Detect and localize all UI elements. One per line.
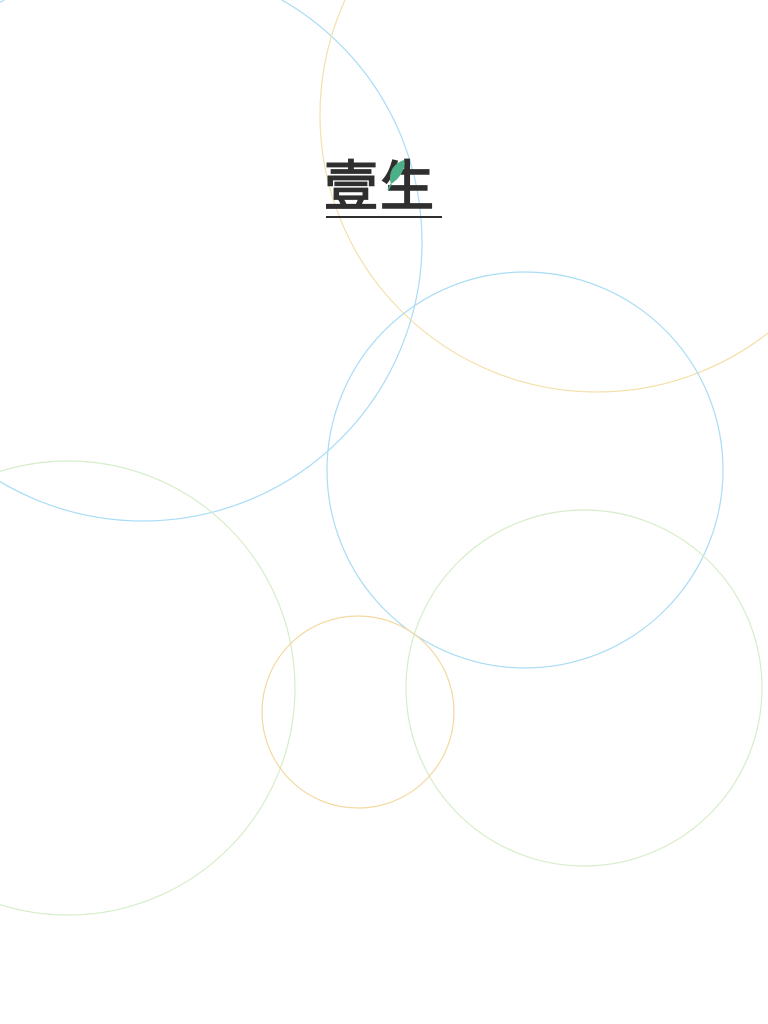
bg-circle-green-bottom-left bbox=[0, 460, 296, 916]
app-logo: 壹生 bbox=[324, 154, 444, 220]
logo-wordmark: 壹生 bbox=[324, 154, 436, 218]
bg-circle-green-bottom-right bbox=[405, 509, 763, 867]
bg-circle-blue-middle bbox=[326, 271, 724, 669]
logo-underline bbox=[326, 216, 442, 218]
bg-circle-yellow-top-right bbox=[319, 0, 768, 393]
leaf-icon bbox=[387, 160, 405, 191]
bg-circle-orange-small bbox=[261, 615, 455, 809]
bg-circle-blue-top-left bbox=[0, 0, 423, 522]
